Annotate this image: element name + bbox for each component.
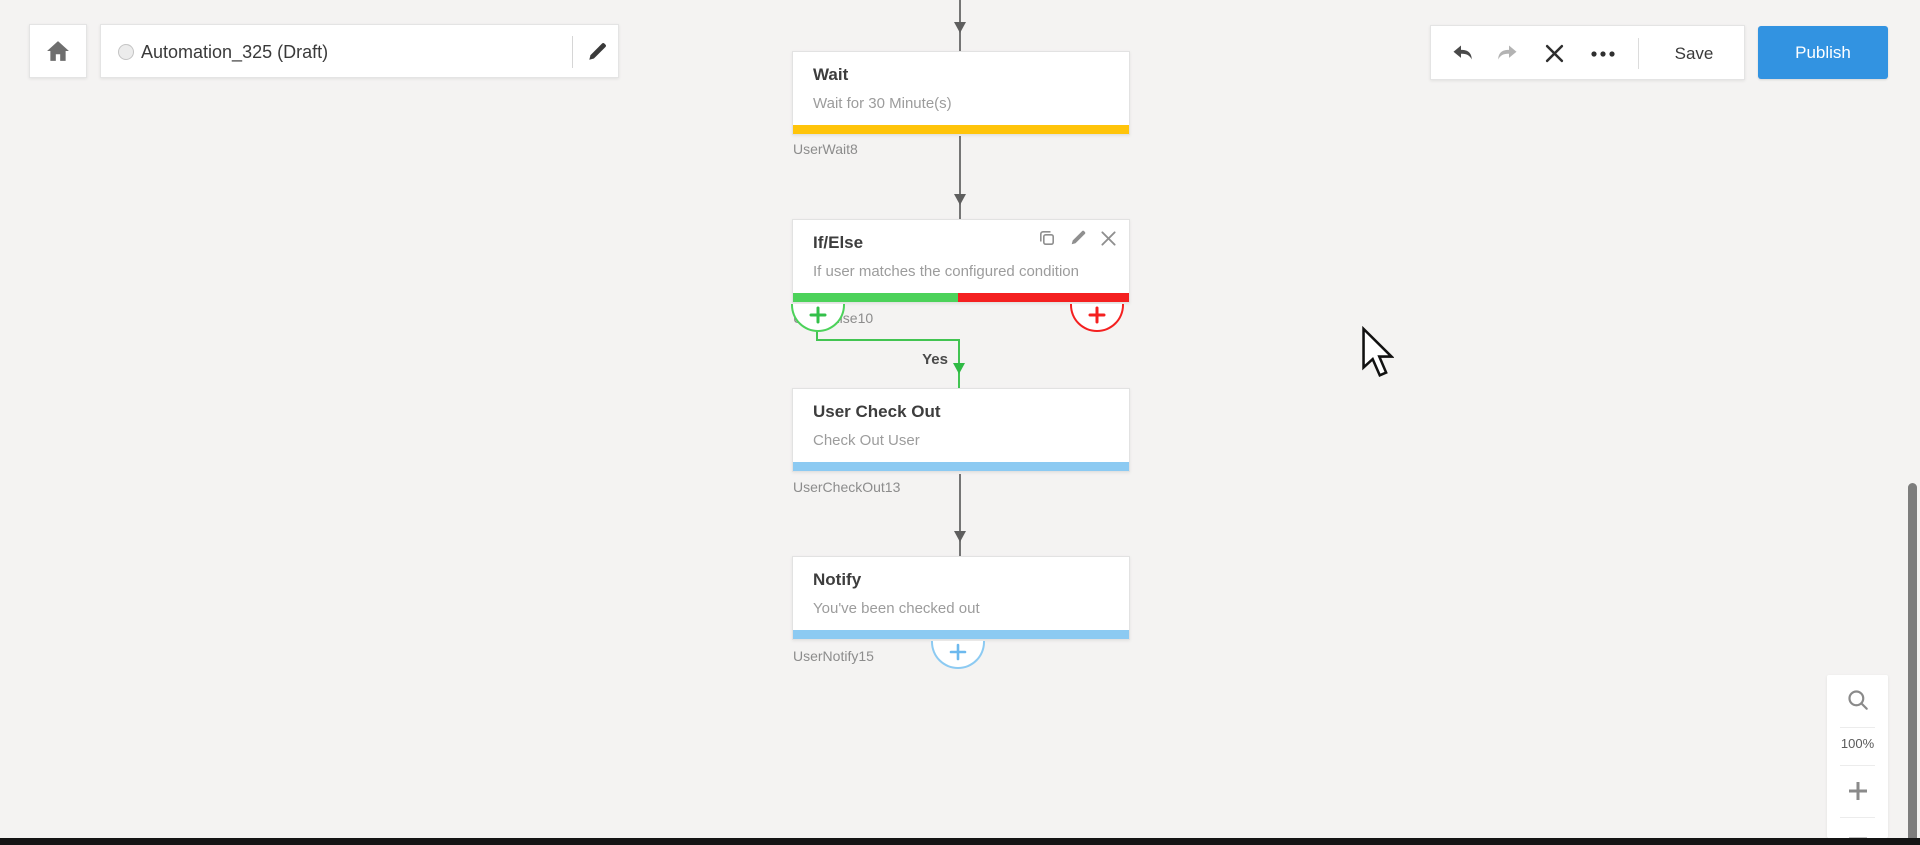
node-subtitle: Wait for 30 Minute(s) [813, 95, 952, 112]
plus-icon [1848, 782, 1867, 800]
draft-status-dot [118, 44, 134, 60]
node-subtitle: If user matches the configured condition [813, 263, 1079, 280]
yes-branch-arrow [953, 363, 965, 374]
automation-name-bar[interactable]: Automation_325 (Draft) [100, 24, 619, 78]
node-action-icons [1038, 229, 1117, 247]
divider [1840, 727, 1875, 728]
node-title: Wait [813, 65, 849, 84]
plus-icon [809, 306, 827, 324]
search-icon [1847, 690, 1868, 710]
publish-button[interactable]: Publish [1758, 26, 1888, 79]
divider [1638, 38, 1639, 69]
home-icon [46, 40, 70, 62]
more-options-button[interactable] [1583, 26, 1623, 81]
node-accent-bar [793, 125, 1129, 134]
yes-branch-label: Yes [922, 351, 948, 368]
node-subtitle: You've been checked out [813, 600, 980, 617]
accent-no-segment [958, 293, 1129, 302]
save-button[interactable]: Save [1674, 43, 1714, 63]
close-button[interactable] [1536, 26, 1572, 81]
editor-toolbar: Save [1430, 25, 1745, 80]
home-button[interactable] [29, 24, 87, 78]
close-icon [1101, 230, 1116, 246]
undo-button[interactable] [1445, 26, 1481, 81]
node-id-label: UserCheckOut13 [793, 479, 901, 495]
edit-icon [586, 41, 608, 63]
edit-icon [1071, 230, 1086, 245]
rename-button[interactable] [582, 38, 612, 66]
node-title: Notify [813, 570, 862, 589]
node-title: If/Else [813, 233, 864, 252]
bottom-edge-bar [0, 838, 1920, 845]
edit-node-button[interactable] [1069, 229, 1087, 247]
connector-arrow [954, 22, 966, 33]
node-accent-bar [793, 630, 1129, 639]
connector-arrow [954, 531, 966, 542]
add-step-button[interactable] [931, 641, 985, 669]
yes-branch-line [816, 339, 960, 341]
add-no-branch-button[interactable] [1070, 304, 1124, 332]
node-title: User Check Out [813, 402, 941, 421]
divider [572, 36, 573, 68]
node-notify[interactable]: Notify You've been checked out [792, 556, 1130, 640]
zoom-level: 100% [1840, 736, 1875, 751]
more-icon [1591, 50, 1615, 57]
plus-icon [1088, 306, 1106, 324]
automation-name: Automation_325 (Draft) [141, 42, 329, 62]
copy-node-button[interactable] [1038, 229, 1056, 247]
node-wait[interactable]: Wait Wait for 30 Minute(s) [792, 51, 1130, 135]
node-id-label: UserNotify15 [793, 648, 874, 664]
divider [1840, 817, 1875, 818]
zoom-in-button[interactable] [1827, 779, 1888, 803]
redo-icon [1498, 45, 1517, 60]
node-ifelse[interactable]: If/Else If user matches the configured c… [792, 219, 1130, 303]
node-id-label: UserWait8 [793, 141, 858, 157]
undo-icon [1453, 45, 1472, 60]
vertical-scrollbar-thumb[interactable] [1908, 483, 1917, 845]
node-user-check-out[interactable]: User Check Out Check Out User [792, 388, 1130, 472]
copy-icon [1040, 231, 1054, 245]
delete-node-button[interactable] [1100, 230, 1117, 247]
mouse-cursor [1362, 326, 1394, 378]
zoom-search-button[interactable] [1827, 688, 1888, 712]
zoom-controls: 100% [1827, 675, 1888, 841]
divider [1840, 765, 1875, 766]
node-accent-bar [793, 462, 1129, 471]
connector-arrow [954, 194, 966, 205]
node-subtitle: Check Out User [813, 432, 920, 449]
close-icon [1545, 44, 1563, 63]
plus-icon [949, 643, 967, 661]
add-yes-branch-button[interactable] [791, 304, 845, 332]
yes-branch-line [816, 331, 818, 341]
node-accent-bar [793, 293, 1129, 302]
accent-yes-segment [793, 293, 958, 302]
connector-line [959, 136, 961, 219]
connector-line [959, 474, 961, 556]
redo-button[interactable] [1489, 26, 1525, 81]
